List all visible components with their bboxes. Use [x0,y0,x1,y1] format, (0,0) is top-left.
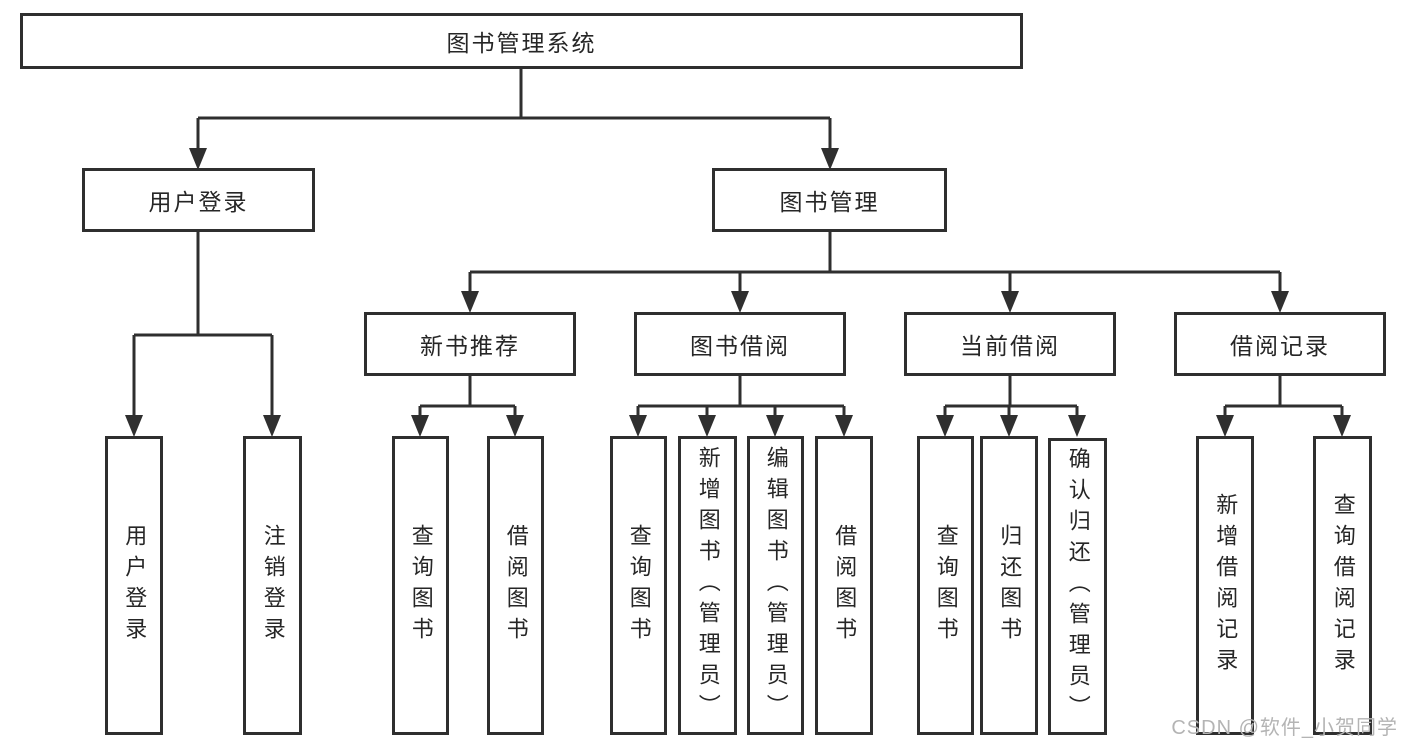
leaf-return-books: 归还图书 [980,436,1038,735]
node-new-book-recommend: 新书推荐 [364,312,576,376]
node-label: 查询图书 [408,523,434,648]
node-label: 新增借阅记录 [1213,492,1239,679]
node-label: 借阅记录 [1230,333,1330,359]
node-label: 用户登录 [148,189,249,215]
node-borrow-records: 借阅记录 [1174,312,1386,376]
node-label: 当前借阅 [960,333,1060,359]
leaf-add-borrow-record: 新增借阅记录 [1196,436,1254,735]
leaf-confirm-return-admin: 确认归还（管理员） [1048,438,1107,735]
node-label: 查询借阅记录 [1330,492,1356,679]
node-label: 注销登录 [260,523,286,648]
leaf-borrow-books-2: 借阅图书 [815,436,873,735]
node-book-management-system: 图书管理系统 [20,13,1023,69]
node-label: 归还图书 [997,523,1023,648]
node-label: 图书管理 [779,189,880,215]
node-label: 查询图书 [626,523,652,648]
node-label: 图书借阅 [690,333,790,359]
arrowheads [125,148,1351,437]
leaf-query-books-3: 查询图书 [917,436,974,735]
node-user-login: 用户登录 [82,168,315,232]
leaf-query-borrow-record: 查询借阅记录 [1313,436,1372,735]
csdn-watermark: CSDN @软件_小贺同学 [1171,717,1398,739]
node-book-borrow: 图书借阅 [634,312,846,376]
leaf-edit-books-admin: 编辑图书（管理员） [747,436,804,735]
node-label: 查询图书 [933,523,959,648]
node-label: 借阅图书 [503,523,529,648]
leaf-user-login: 用户登录 [105,436,163,735]
node-label: 新增图书（管理员） [695,446,721,725]
node-label: 编辑图书（管理员） [763,446,789,725]
leaf-add-books-admin: 新增图书（管理员） [678,436,737,735]
leaf-borrow-books-1: 借阅图书 [487,436,544,735]
node-label: 借阅图书 [832,523,858,648]
leaf-query-books-2: 查询图书 [610,436,667,735]
leaf-query-books-1: 查询图书 [392,436,449,735]
node-label: 确认归还（管理员） [1065,447,1091,726]
leaf-logout: 注销登录 [243,436,302,735]
node-current-borrow: 当前借阅 [904,312,1116,376]
node-label: 用户登录 [122,523,148,648]
node-label: 新书推荐 [420,333,520,359]
node-book-management: 图书管理 [712,168,947,232]
node-label: 图书管理系统 [446,30,597,56]
